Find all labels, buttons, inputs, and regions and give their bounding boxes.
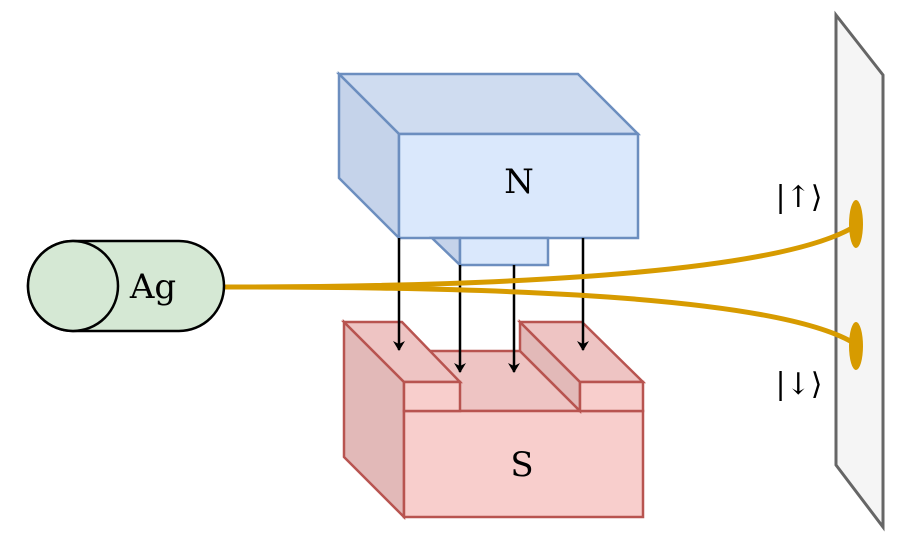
detection-screen bbox=[834, 10, 885, 532]
spin-down-beam bbox=[221, 284, 855, 345]
north-magnet: N bbox=[335, 70, 642, 268]
atom-beams bbox=[221, 225, 855, 345]
north-pole-label: N bbox=[504, 162, 534, 202]
south-magnet: S bbox=[340, 318, 647, 521]
spin-down-label: |↓⟩ bbox=[776, 367, 823, 402]
silver-source: Ag bbox=[26, 239, 226, 333]
source-label: Ag bbox=[129, 267, 176, 307]
spin-up-spot bbox=[849, 200, 863, 248]
south-pole-label: S bbox=[510, 445, 533, 485]
spin-down-spot bbox=[849, 322, 863, 370]
screen-spots bbox=[849, 200, 863, 370]
spin-up-label: |↑⟩ bbox=[776, 180, 823, 215]
